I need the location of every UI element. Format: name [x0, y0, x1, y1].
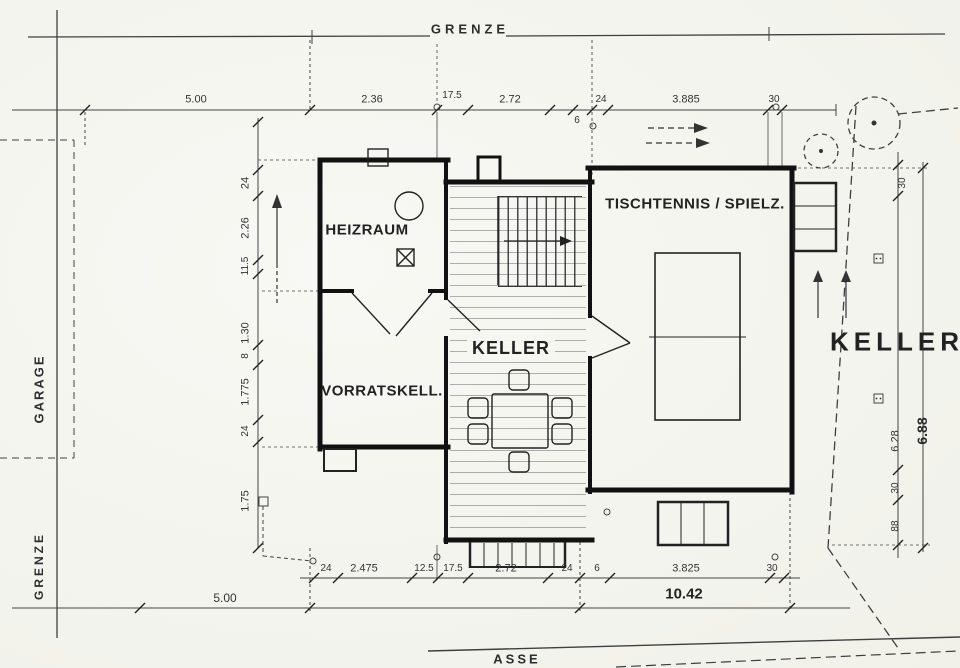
chimney-symbol [396, 248, 415, 267]
dimension-label: 5.00 [185, 93, 207, 106]
dimension-label: 3.825 [672, 562, 700, 575]
site-boundary-lines [0, 10, 960, 668]
table-symbol [491, 393, 549, 449]
dimension-lines [12, 40, 930, 614]
dimension-label: 30 [768, 94, 780, 105]
dimension-label: 3.885 [672, 93, 700, 106]
tree-symbols [803, 96, 901, 169]
room-label-vorratskeller: VORRATSKELL. [321, 382, 443, 400]
building-walls [317, 155, 797, 544]
dimension-label: 24 [595, 94, 607, 105]
dimension-label: 88 [890, 520, 901, 532]
fixtures [323, 148, 838, 568]
room-label-tischtennis: TISCHTENNIS / SPIELZ. [605, 195, 785, 213]
boiler-symbol [394, 191, 424, 221]
dimension-total: 10.42 [665, 585, 703, 603]
dimension-total: 5.00 [213, 591, 237, 605]
boundary-label-left: GRENZE [32, 531, 46, 601]
dimension-label: 30 [766, 563, 778, 574]
dimension-label: 2.475 [350, 562, 378, 575]
dimension-label: 30 [890, 482, 901, 494]
dimension-label: 17.5 [443, 563, 463, 574]
dimension-label: 1.75 [239, 490, 252, 512]
room-label-heizraum: HEIZRAUM [325, 221, 409, 239]
dimension-label: 6 [594, 563, 600, 574]
dimension-label: 12.5 [414, 563, 434, 574]
room-label-keller: KELLER [467, 338, 555, 358]
dimension-label: 24 [240, 425, 251, 437]
dimension-label: 17.5 [442, 90, 462, 101]
dimension-label: 2.26 [239, 217, 252, 239]
dimension-label: 30 [897, 177, 908, 189]
door-leaves [351, 292, 631, 359]
garage-label: GARAGE [31, 354, 47, 424]
dimension-label: 1.30 [239, 322, 252, 344]
plan-title: KELLERG [830, 326, 960, 357]
dimension-label: 8 [240, 353, 251, 359]
dimension-label: 24 [239, 176, 252, 190]
dimension-label: 2.72 [499, 93, 521, 106]
dimension-label: 6 [574, 115, 580, 126]
dimension-label: 24 [320, 563, 332, 574]
dimension-label: 24 [561, 563, 573, 574]
dimension-label: 2.72 [495, 562, 517, 575]
street-label-fragment: ASSE [493, 651, 541, 667]
direction-arrows [272, 123, 851, 318]
dimension-label: 6.88 [914, 417, 930, 445]
dimension-label: 11.5 [240, 256, 251, 276]
dimension-label: 2.36 [361, 93, 383, 106]
dimension-label: 6.28 [889, 430, 902, 452]
dimension-label: 1.775 [239, 378, 252, 406]
boundary-label-top: GRENZE [430, 21, 510, 37]
